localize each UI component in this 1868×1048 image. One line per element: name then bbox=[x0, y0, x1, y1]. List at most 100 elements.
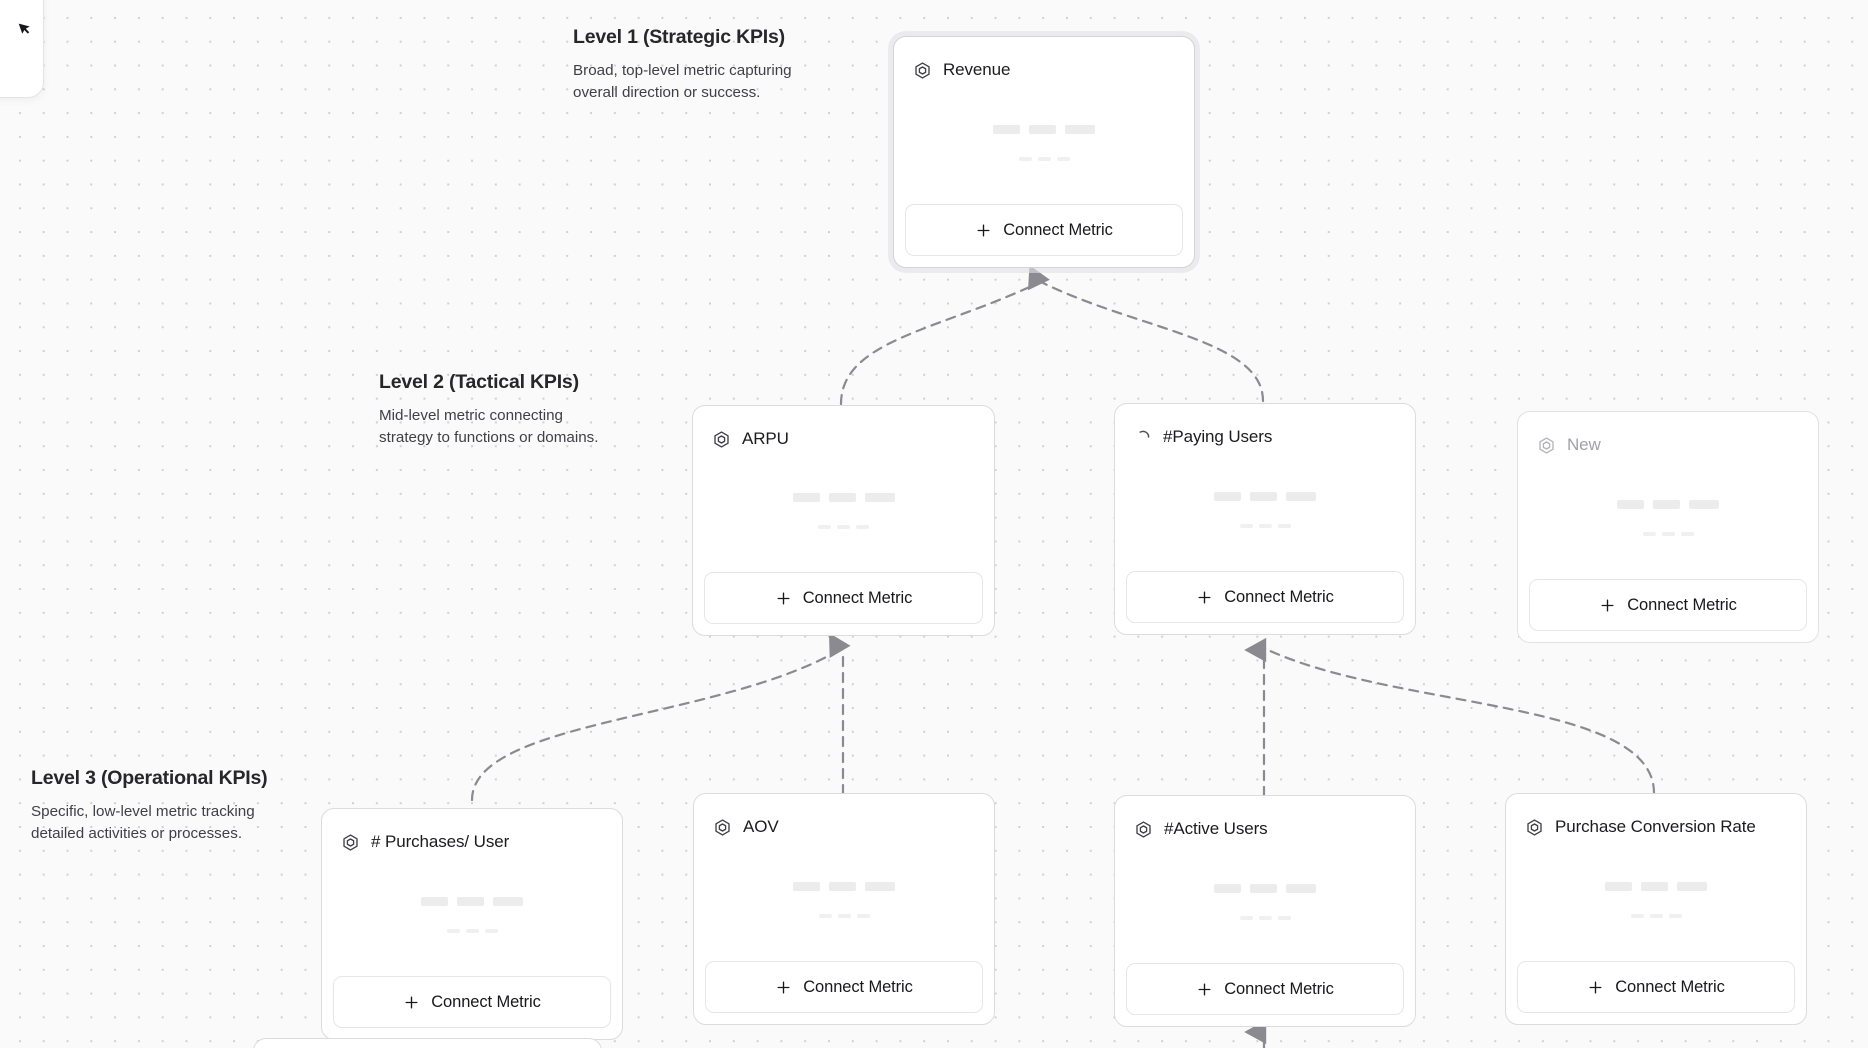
loading-spinner-icon bbox=[1139, 430, 1150, 438]
skeleton-row-secondary bbox=[446, 928, 498, 933]
card-footer: Connect Metric bbox=[322, 976, 622, 1039]
connect-metric-button[interactable]: Connect Metric bbox=[1529, 579, 1807, 631]
card-title: AOV bbox=[743, 817, 779, 836]
connect-metric-button[interactable]: Connect Metric bbox=[905, 204, 1183, 256]
skeleton-bar bbox=[1258, 915, 1272, 920]
level-3-desc-line-2: detailed activities or processes. bbox=[31, 825, 243, 843]
plus-icon bbox=[977, 224, 990, 236]
card-title: Revenue bbox=[943, 60, 1011, 79]
skeleton-row-primary bbox=[993, 124, 1095, 134]
metric-card-purchase-conversion-rate[interactable]: Purchase Conversion Rate Connect Metric bbox=[1505, 793, 1807, 1025]
card-footer: Connect Metric bbox=[1115, 571, 1415, 634]
card-body-placeholder bbox=[693, 456, 994, 572]
skeleton-row-primary bbox=[793, 881, 895, 891]
card-header: #Active Users bbox=[1115, 796, 1415, 846]
card-body-placeholder bbox=[322, 859, 622, 976]
metric-card-partial-lower-left[interactable] bbox=[253, 1038, 602, 1048]
card-header: AOV bbox=[694, 794, 994, 844]
skeleton-row-primary bbox=[421, 896, 523, 906]
skeleton-bar bbox=[493, 896, 523, 906]
connect-metric-button[interactable]: Connect Metric bbox=[1517, 961, 1795, 1013]
skeleton-bar bbox=[1653, 499, 1680, 509]
plus-icon bbox=[1601, 599, 1614, 611]
card-body-placeholder bbox=[1506, 844, 1806, 961]
connect-metric-button[interactable]: Connect Metric bbox=[1126, 963, 1404, 1015]
card-header: Purchase Conversion Rate bbox=[1506, 794, 1806, 844]
card-title: Purchase Conversion Rate bbox=[1555, 817, 1756, 836]
card-title: ARPU bbox=[742, 429, 789, 448]
metric-card-purchases-per-user[interactable]: # Purchases/ User Connect Metric bbox=[321, 808, 623, 1040]
skeleton-row-primary bbox=[1605, 881, 1707, 891]
skeleton-bar bbox=[1630, 913, 1644, 918]
plus-icon bbox=[777, 981, 790, 993]
metric-card-aov[interactable]: AOV Connect Metric bbox=[693, 793, 995, 1025]
skeleton-bar bbox=[1214, 491, 1241, 501]
card-body-placeholder bbox=[1115, 454, 1415, 571]
card-body-placeholder bbox=[1115, 846, 1415, 963]
skeleton-bar bbox=[446, 928, 460, 933]
level-1-annotation: Level 1 (Strategic KPIs) Broad, top-leve… bbox=[573, 26, 823, 104]
plus-icon bbox=[405, 996, 418, 1008]
hexagon-metric-icon bbox=[1136, 820, 1151, 838]
skeleton-bar bbox=[1680, 531, 1694, 536]
plus-icon bbox=[1198, 591, 1211, 603]
card-footer: Connect Metric bbox=[1115, 963, 1415, 1026]
skeleton-row-secondary bbox=[1018, 156, 1070, 161]
skeleton-bar bbox=[484, 928, 498, 933]
connect-metric-button[interactable]: Connect Metric bbox=[333, 976, 611, 1028]
card-header: Revenue bbox=[894, 37, 1194, 87]
card-title: #Active Users bbox=[1164, 819, 1268, 838]
level-2-description: Mid-level metric connecting strategy to … bbox=[379, 405, 639, 449]
skeleton-bar bbox=[1239, 915, 1253, 920]
level-2-desc-line-1: Mid-level metric connecting bbox=[379, 407, 564, 424]
canvas-toolbar-panel[interactable] bbox=[0, 0, 44, 98]
connect-metric-label: Connect Metric bbox=[802, 588, 913, 607]
edge-arpu-to-revenue bbox=[839, 265, 1050, 406]
cursor-pointer-icon bbox=[18, 23, 30, 34]
metric-card-revenue[interactable]: Revenue Connect Metric bbox=[893, 36, 1195, 268]
metric-card-new[interactable]: New Connect Metric bbox=[1517, 411, 1819, 643]
skeleton-row-primary bbox=[1214, 491, 1316, 501]
card-footer: Connect Metric bbox=[894, 204, 1194, 267]
hexagon-metric-icon bbox=[343, 833, 358, 851]
skeleton-row-primary bbox=[792, 493, 895, 502]
metric-card-active-users[interactable]: #Active Users Connect Metric bbox=[1114, 795, 1416, 1027]
edge-purchases-to-arpu bbox=[470, 632, 851, 802]
connect-metric-button[interactable]: Connect Metric bbox=[705, 961, 983, 1013]
plus-icon bbox=[777, 592, 790, 604]
level-1-description: Broad, top-level metric capturing overal… bbox=[573, 60, 823, 104]
level-3-annotation: Level 3 (Operational KPIs) Specific, low… bbox=[31, 767, 301, 845]
connect-metric-button[interactable]: Connect Metric bbox=[704, 572, 983, 624]
hexagon-metric-icon bbox=[715, 818, 730, 836]
skeleton-bar bbox=[837, 525, 850, 529]
skeleton-bar bbox=[837, 913, 851, 918]
card-body-placeholder bbox=[694, 844, 994, 961]
level-1-title: Level 1 (Strategic KPIs) bbox=[573, 26, 785, 48]
skeleton-bar bbox=[1029, 124, 1056, 134]
skeleton-bar bbox=[457, 896, 484, 906]
skeleton-bar bbox=[1250, 491, 1277, 501]
metric-card-arpu[interactable]: ARPU Connect Metric bbox=[692, 405, 995, 636]
skeleton-row-secondary bbox=[1239, 915, 1291, 920]
plus-icon bbox=[1589, 981, 1602, 993]
skeleton-bar bbox=[1277, 915, 1291, 920]
level-2-annotation: Level 2 (Tactical KPIs) Mid-level metric… bbox=[379, 371, 639, 449]
level-3-title: Level 3 (Operational KPIs) bbox=[31, 767, 268, 789]
connect-metric-label: Connect Metric bbox=[1627, 595, 1737, 614]
connect-metric-label: Connect Metric bbox=[1224, 587, 1334, 606]
skeleton-bar bbox=[828, 493, 856, 502]
edge-conversion-to-paying-users bbox=[1266, 648, 1656, 795]
card-header: # Purchases/ User bbox=[322, 809, 622, 859]
edge-paying-users-to-revenue bbox=[1041, 281, 1265, 403]
level-1-desc-line-1: Broad, top-level metric capturing bbox=[573, 62, 792, 79]
skeleton-row-secondary bbox=[1642, 531, 1694, 536]
skeleton-bar bbox=[1689, 499, 1719, 509]
skeleton-bar bbox=[1250, 883, 1277, 893]
skeleton-bar bbox=[1286, 491, 1316, 501]
metric-card-paying-users[interactable]: #Paying Users Connect Metric bbox=[1114, 403, 1416, 635]
skeleton-bar bbox=[1642, 531, 1656, 536]
connect-metric-button[interactable]: Connect Metric bbox=[1126, 571, 1404, 623]
skeleton-bar bbox=[421, 896, 448, 906]
card-footer: Connect Metric bbox=[1506, 961, 1806, 1024]
